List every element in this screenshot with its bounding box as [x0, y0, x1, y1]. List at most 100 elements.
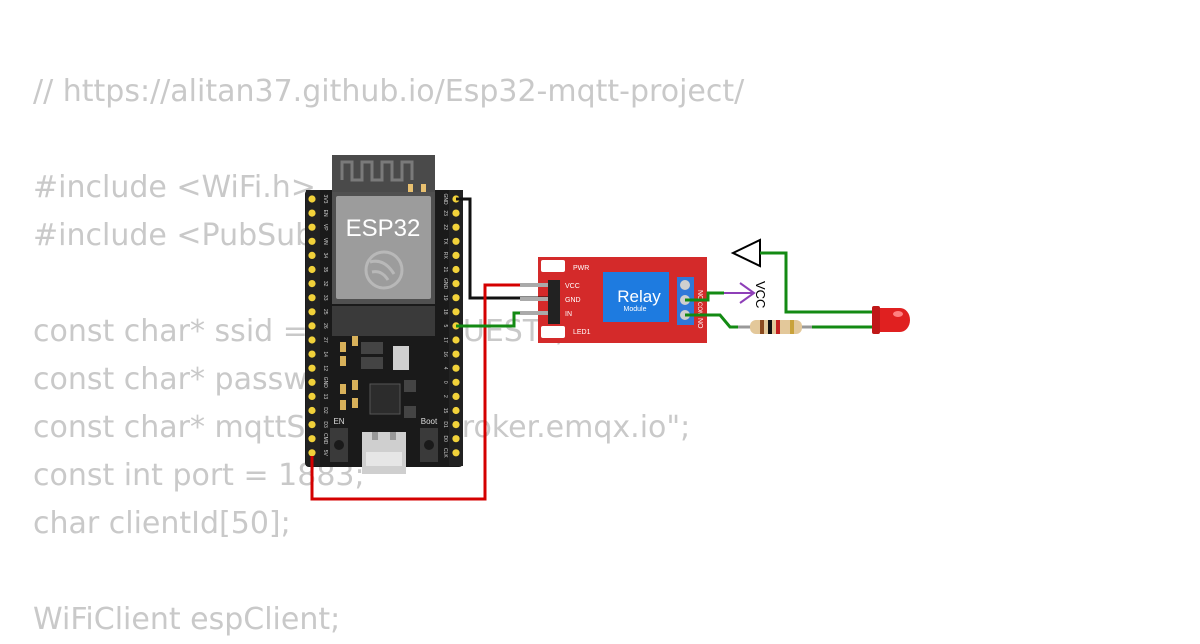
esp32-right-pin-label: 15 [442, 408, 448, 414]
esp32-left-pin-label: 32 [322, 281, 328, 287]
esp32-right-pin[interactable] [452, 308, 460, 316]
esp32-right-pin-label: GND [442, 278, 448, 290]
esp32-right-pin[interactable] [452, 435, 460, 443]
code-line: char clientId[50]; [33, 506, 291, 541]
ground-symbol [730, 238, 872, 314]
esp32-left-pin-label: D3 [322, 421, 328, 428]
esp32-left-pin[interactable] [308, 265, 316, 274]
esp32-right-pin[interactable] [452, 421, 460, 429]
esp32-left-pin-label: GND [322, 377, 328, 389]
esp32-right-pin[interactable] [452, 280, 460, 288]
esp32-left-pin-label: 5V [322, 450, 328, 457]
esp32-left-pin-label: 27 [322, 337, 328, 343]
esp32-right-pin[interactable] [452, 209, 460, 217]
esp32-right-pin[interactable] [452, 294, 460, 302]
led-red[interactable] [872, 306, 910, 334]
esp32-right-pin[interactable] [452, 392, 460, 400]
esp32-left-pin[interactable] [308, 195, 316, 203]
esp32-left-pin[interactable] [308, 406, 316, 415]
espressif-logo-icon [364, 250, 404, 290]
esp32-right-pin[interactable] [452, 350, 460, 358]
en-button[interactable]: EN [330, 417, 348, 462]
esp32-right-pin-label: 17 [442, 337, 448, 343]
micro-usb-port[interactable] [362, 432, 406, 474]
esp32-left-pin[interactable] [308, 378, 316, 386]
esp32-label: ESP32 [346, 215, 421, 242]
esp32-right-pin-label: 18 [442, 309, 448, 315]
esp32-right-pin[interactable] [452, 364, 460, 372]
esp32-left-pin[interactable] [308, 392, 316, 400]
esp32-right-pin[interactable] [452, 378, 460, 386]
esp32-right-pin[interactable] [452, 449, 460, 457]
esp32-left-pin-label: D2 [322, 407, 328, 414]
en-button-label: EN [333, 417, 344, 426]
esp32-left-pin[interactable] [308, 223, 316, 231]
esp32-left-pin-label: 12 [322, 365, 328, 371]
esp32-left-pin-label: 35 [322, 267, 328, 273]
boot-button-label: Boot [421, 417, 438, 426]
esp32-left-pin-label: 26 [322, 323, 328, 329]
esp32-right-pins[interactable] [452, 195, 460, 457]
esp32-left-pin[interactable] [308, 237, 316, 245]
esp32-right-pin-label: 0 [442, 381, 448, 384]
esp32-left-pin-label: 25 [322, 309, 328, 315]
esp32-left-pin-label: CMD [322, 433, 328, 445]
esp32-right-pin[interactable] [452, 223, 460, 231]
code-line: #include <WiFi.h> [33, 170, 316, 205]
esp32-right-pin-label: TX [442, 238, 448, 245]
esp32-left-pin[interactable] [308, 294, 316, 302]
esp32-left-pin-label: VP [322, 224, 328, 231]
esp32-right-pin-label: 23 [442, 210, 448, 216]
esp32-left-pin[interactable] [308, 209, 316, 217]
esp32-right-pin[interactable] [452, 406, 460, 415]
smd-components [340, 336, 358, 410]
relay-label: Relay [617, 287, 661, 306]
esp32-left-pin-label: 34 [322, 253, 328, 259]
esp32-left-pin[interactable] [308, 449, 316, 457]
esp32-left-pin[interactable] [308, 435, 316, 443]
relay-pwr-led-label: PWR [573, 265, 589, 272]
esp32-right-pin-label: D1 [442, 421, 448, 428]
esp32-right-pin[interactable] [452, 251, 460, 259]
esp32-right-pin-label: 21 [442, 267, 448, 273]
esp32-right-pin-label: 19 [442, 295, 448, 301]
esp32-left-pin[interactable] [308, 280, 316, 288]
esp32-left-pin-label: VN [322, 238, 328, 245]
esp32-left-pin-labels: 3V3ENVPVN343532332526271412GND13D2D3CMD5… [322, 195, 328, 457]
esp32-left-pin[interactable] [308, 350, 316, 358]
relay-led1-label: LED1 [573, 329, 591, 336]
relay-terminal-no: NO [696, 318, 703, 329]
boot-button[interactable]: Boot [420, 417, 438, 462]
relay-pin-vcc: VCC [565, 283, 580, 290]
esp32-left-pin[interactable] [308, 308, 316, 316]
esp32-right-pin-label: GND [442, 193, 448, 205]
esp32-right-pin[interactable] [452, 265, 460, 274]
esp32-right-pin[interactable] [452, 237, 460, 245]
esp32-left-pin-label: 13 [322, 394, 328, 400]
esp32-right-pin[interactable] [452, 336, 460, 344]
esp32-right-pin-label: 5 [442, 325, 448, 328]
esp32-board[interactable]: ESP32 3V3ENVPVN343532332526271412GND13D2… [305, 155, 463, 474]
esp32-right-pin-label: 4 [442, 367, 448, 370]
esp32-left-pin[interactable] [308, 421, 316, 429]
esp32-right-pin-label: D0 [442, 435, 448, 442]
relay-sublabel: Module [624, 306, 647, 313]
relay-pin-in: IN [565, 311, 572, 318]
wire-gnd [456, 197, 548, 300]
esp32-left-pin[interactable] [308, 251, 316, 259]
resistor[interactable] [738, 320, 812, 334]
esp32-left-pin-label: 14 [322, 351, 328, 357]
esp32-right-pin-label: 16 [442, 351, 448, 357]
relay-terminal-nc: NC [696, 290, 703, 300]
relay-module[interactable]: PWR LED1 VCC GND IN Relay Module NC COM … [538, 257, 707, 343]
wire-com-to-vcc [685, 282, 756, 304]
code-line: // https://alitan37.github.io/Esp32-mqtt… [33, 74, 745, 109]
esp32-left-pin[interactable] [308, 336, 316, 344]
usb-uart-chip [369, 383, 401, 415]
esp32-left-pins[interactable] [308, 195, 316, 457]
voltage-regulator [361, 342, 409, 370]
esp32-left-pin[interactable] [308, 322, 316, 330]
esp32-left-pin[interactable] [308, 364, 316, 372]
side-chips [404, 380, 416, 418]
